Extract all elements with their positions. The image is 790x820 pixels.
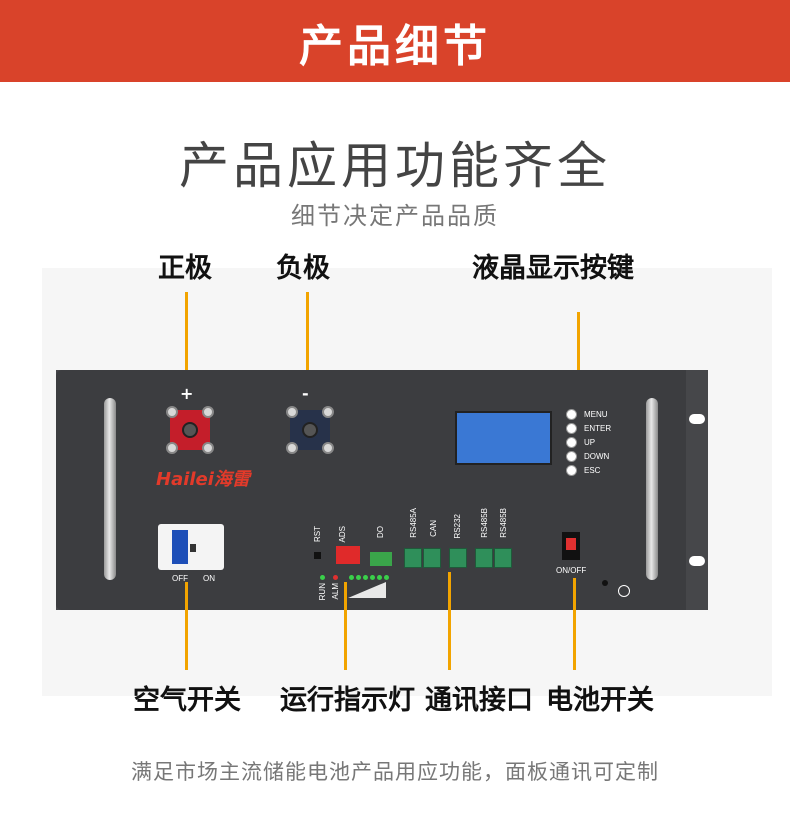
reset-button[interactable] <box>314 552 321 559</box>
header-banner: 产品细节 <box>0 0 790 82</box>
run-led <box>320 575 325 580</box>
callout-line-positive <box>185 292 188 384</box>
do-connector <box>370 552 392 566</box>
callout-line-run-indicator <box>344 582 347 670</box>
port-label: RS485B <box>499 508 508 538</box>
port-label: RS485B <box>480 508 489 538</box>
port-label: RS232 <box>453 514 462 539</box>
label-negative: 负极 <box>276 253 330 284</box>
plus-sign: + <box>180 384 194 403</box>
subhead: 细节决定产品品质 <box>291 202 499 230</box>
battery-front-panel <box>56 370 708 610</box>
air-breaker[interactable] <box>158 524 224 570</box>
soc-led <box>363 575 368 580</box>
alm-label: ALM <box>331 583 340 600</box>
lcd-screen <box>455 411 552 465</box>
banner-title: 产品细节 <box>299 21 491 72</box>
battery-rocker-switch[interactable] <box>562 532 580 560</box>
label-battery-switch: 电池开关 <box>546 685 654 716</box>
label-lcd-buttons: 液晶显示按键 <box>472 253 634 284</box>
rack-ear-right <box>686 370 708 610</box>
run-label: RUN <box>318 583 327 601</box>
minus-sign: - <box>302 384 309 403</box>
breaker-on-label: ON <box>203 574 215 583</box>
callout-line-air-switch <box>185 582 188 670</box>
footer-text: 满足市场主流储能电池产品用应功能，面板通讯可定制 <box>131 760 659 784</box>
rs485a-port[interactable] <box>404 548 422 568</box>
soc-led <box>384 575 389 580</box>
brand-logo: Hailei海雷 <box>156 469 250 490</box>
soc-led <box>356 575 361 580</box>
positive-terminal[interactable] <box>164 404 216 456</box>
ads-label: ADS <box>338 526 347 543</box>
can-port[interactable] <box>423 548 441 568</box>
soc-led <box>370 575 375 580</box>
label-comm-port: 通讯接口 <box>425 685 533 716</box>
callout-line-comm-port <box>448 572 451 670</box>
alarm-led <box>333 575 338 580</box>
soc-led <box>377 575 382 580</box>
negative-terminal[interactable] <box>284 404 336 456</box>
headline: 产品应用功能齐全 <box>179 137 611 195</box>
callout-line-negative <box>306 292 309 384</box>
rs232-port[interactable] <box>449 548 467 568</box>
do-label: DO <box>376 526 385 538</box>
handle-left[interactable] <box>104 398 116 580</box>
label-air-switch: 空气开关 <box>133 685 241 716</box>
mount-hole <box>689 556 705 566</box>
callout-line-lcd <box>577 312 580 410</box>
rs485b-port[interactable] <box>475 548 493 568</box>
indicator-hole <box>602 580 608 586</box>
dip-switch[interactable] <box>336 546 360 564</box>
soc-led <box>349 575 354 580</box>
port-label: CAN <box>429 520 438 537</box>
ground-icon <box>618 585 630 597</box>
soc-indicator-wedge <box>348 582 386 598</box>
port-label: RS485A <box>409 508 418 538</box>
mount-hole <box>689 414 705 424</box>
onoff-label: ON/OFF <box>556 566 587 575</box>
rs485b-port-2[interactable] <box>494 548 512 568</box>
label-positive: 正极 <box>158 253 212 284</box>
label-run-indicator: 运行指示灯 <box>280 685 415 716</box>
rst-label: RST <box>313 526 322 542</box>
handle-right[interactable] <box>646 398 658 580</box>
breaker-off-label: OFF <box>172 574 188 583</box>
callout-line-battery-switch <box>573 578 576 670</box>
